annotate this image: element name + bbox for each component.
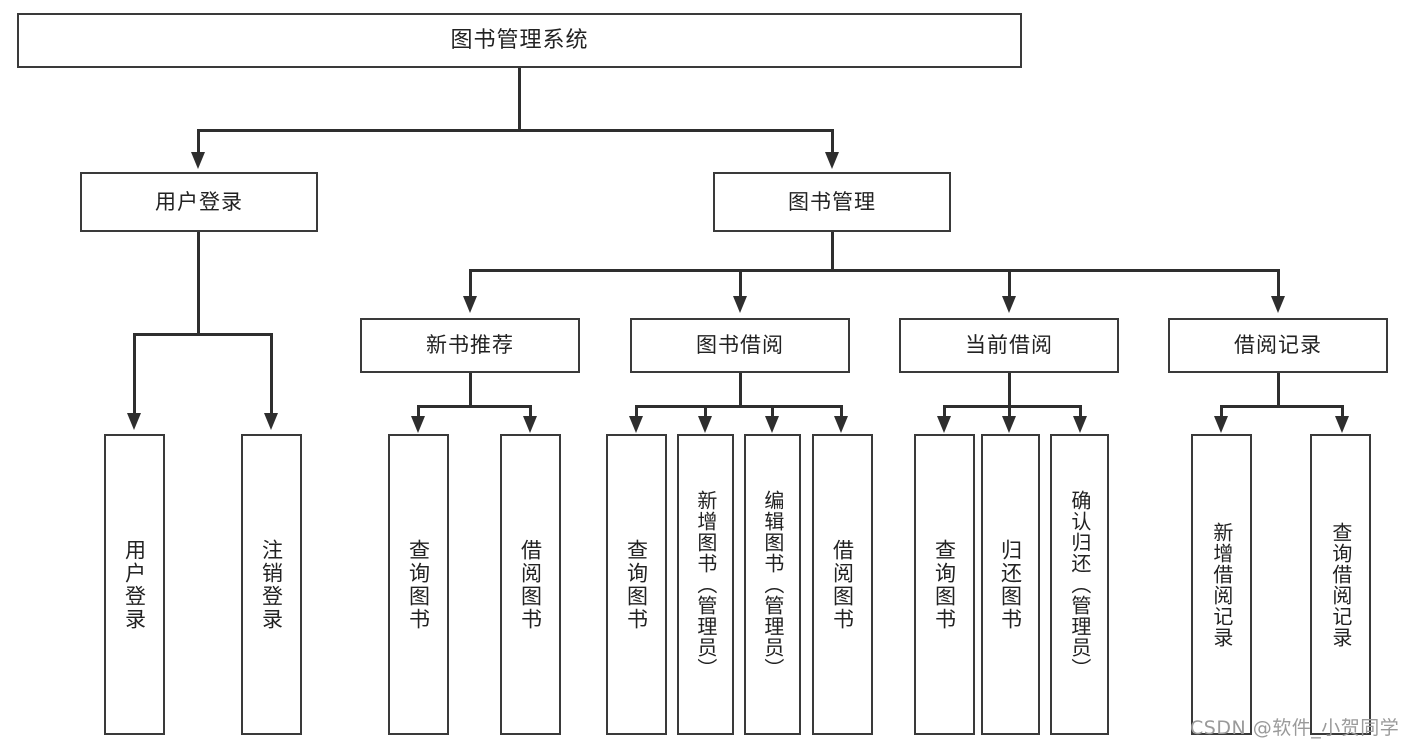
watermark-text: CSDN @软件_小贺同学: [1190, 717, 1400, 739]
connector-book-mgmt-drop-2: [739, 269, 742, 301]
connector-book-borrow-bus: [635, 405, 843, 408]
node-label: 查询图书: [406, 538, 431, 631]
connector-book-borrow-drop-1: [635, 405, 638, 421]
arrowhead-leaf-book-borrow-4: [834, 416, 848, 433]
node-label: 归还图书: [998, 538, 1023, 631]
arrowhead-leaf-current-borrow-1: [937, 416, 951, 433]
node-label: 查询图书: [932, 538, 957, 631]
leaf-user-login-login[interactable]: 用户登录: [104, 434, 165, 735]
node-label: 当前借阅: [965, 333, 1053, 358]
connector-root-to-book-mgmt: [831, 129, 834, 157]
node-label: 查询图书: [624, 538, 649, 631]
connector-borrow-record-stem: [1277, 373, 1280, 408]
connector-current-borrow-drop-2: [1008, 405, 1011, 421]
connector-user-login-bus: [133, 333, 272, 336]
arrowhead-leaf-book-borrow-2: [698, 416, 712, 433]
connector-user-login-drop-2: [270, 333, 273, 418]
node-label: 新书推荐: [426, 333, 514, 358]
arrowhead-leaf-new-book-2: [523, 416, 537, 433]
connector-new-book-drop-2: [529, 405, 532, 421]
node-label: 查询借阅记录: [1328, 521, 1353, 648]
arrowhead-user-login: [191, 152, 205, 169]
leaf-borrow-record-add-record[interactable]: 新增借阅记录: [1191, 434, 1252, 735]
node-label: 借阅图书: [830, 538, 855, 631]
node-label: 借阅记录: [1234, 333, 1322, 358]
node-current-borrow[interactable]: 当前借阅: [899, 318, 1119, 373]
connector-new-book-stem: [469, 373, 472, 408]
leaf-new-book-query-book[interactable]: 查询图书: [388, 434, 449, 735]
arrowhead-leaf-borrow-record-2: [1335, 416, 1349, 433]
arrowhead-leaf-borrow-record-1: [1214, 416, 1228, 433]
connector-root-to-user-login: [197, 129, 200, 157]
connector-book-mgmt-drop-4: [1277, 269, 1280, 301]
connector-current-borrow-drop-3: [1079, 405, 1082, 421]
leaf-book-borrow-query-book[interactable]: 查询图书: [606, 434, 667, 735]
node-borrow-record[interactable]: 借阅记录: [1168, 318, 1388, 373]
connector-new-book-bus: [417, 405, 532, 408]
connector-book-borrow-drop-3: [771, 405, 774, 421]
node-label: 借阅图书: [518, 538, 543, 631]
leaf-new-book-borrow-book[interactable]: 借阅图书: [500, 434, 561, 735]
connector-book-mgmt-stem: [831, 232, 834, 272]
connector-borrow-record-drop-2: [1341, 405, 1344, 421]
connector-user-login-stem: [197, 232, 200, 335]
connector-root-stem: [518, 68, 521, 131]
leaf-book-borrow-edit-book-admin[interactable]: 编辑图书（管理员）: [744, 434, 801, 735]
leaf-borrow-record-query-record[interactable]: 查询借阅记录: [1310, 434, 1371, 735]
arrowhead-leaf-book-borrow-1: [629, 416, 643, 433]
node-label: 新增图书（管理员）: [693, 490, 718, 679]
arrowhead-leaf-user-login-1: [127, 413, 141, 430]
node-label: 注销登录: [259, 538, 284, 631]
node-label: 图书管理: [788, 189, 876, 214]
connector-book-borrow-drop-4: [840, 405, 843, 421]
arrowhead-leaf-current-borrow-3: [1073, 416, 1087, 433]
node-root-system[interactable]: 图书管理系统: [17, 13, 1022, 68]
arrowhead-borrow-book: [733, 296, 747, 313]
connector-new-book-drop-1: [417, 405, 420, 421]
arrowhead-borrow-record: [1271, 296, 1285, 313]
node-new-book-recommend[interactable]: 新书推荐: [360, 318, 580, 373]
node-label: 编辑图书（管理员）: [760, 490, 785, 679]
arrowhead-current-borrow: [1002, 296, 1016, 313]
leaf-current-borrow-confirm-return-admin[interactable]: 确认归还（管理员）: [1050, 434, 1109, 735]
connector-borrow-record-drop-1: [1220, 405, 1223, 421]
connector-book-mgmt-bus: [469, 269, 1280, 272]
arrowhead-leaf-user-login-2: [264, 413, 278, 430]
node-book-management[interactable]: 图书管理: [713, 172, 951, 232]
connector-book-borrow-stem: [739, 373, 742, 408]
node-label: 用户登录: [155, 189, 243, 214]
connector-user-login-drop-1: [133, 333, 136, 418]
arrowhead-leaf-book-borrow-3: [765, 416, 779, 433]
connector-current-borrow-drop-1: [943, 405, 946, 421]
node-book-borrow[interactable]: 图书借阅: [630, 318, 850, 373]
node-label: 图书管理系统: [450, 27, 589, 53]
leaf-current-borrow-return-book[interactable]: 归还图书: [981, 434, 1040, 735]
node-label: 图书借阅: [696, 333, 784, 358]
arrowhead-leaf-new-book-1: [411, 416, 425, 433]
connector-current-borrow-stem: [1008, 373, 1011, 408]
connector-current-borrow-bus: [943, 405, 1082, 408]
leaf-user-login-logout[interactable]: 注销登录: [241, 434, 302, 735]
node-label: 用户登录: [122, 538, 147, 631]
leaf-book-borrow-borrow-book[interactable]: 借阅图书: [812, 434, 873, 735]
node-label: 确认归还（管理员）: [1067, 490, 1092, 679]
connector-root-bus: [197, 129, 834, 132]
leaf-current-borrow-query-book[interactable]: 查询图书: [914, 434, 975, 735]
arrowhead-book-mgmt: [825, 152, 839, 169]
arrowhead-leaf-current-borrow-2: [1002, 416, 1016, 433]
node-label: 新增借阅记录: [1209, 521, 1234, 648]
connector-book-borrow-drop-2: [704, 405, 707, 421]
arrowhead-new-book: [463, 296, 477, 313]
connector-book-mgmt-drop-3: [1008, 269, 1011, 301]
leaf-book-borrow-add-book-admin[interactable]: 新增图书（管理员）: [677, 434, 734, 735]
connector-book-mgmt-drop-1: [469, 269, 472, 301]
connector-borrow-record-bus: [1220, 405, 1344, 408]
node-user-login[interactable]: 用户登录: [80, 172, 318, 232]
